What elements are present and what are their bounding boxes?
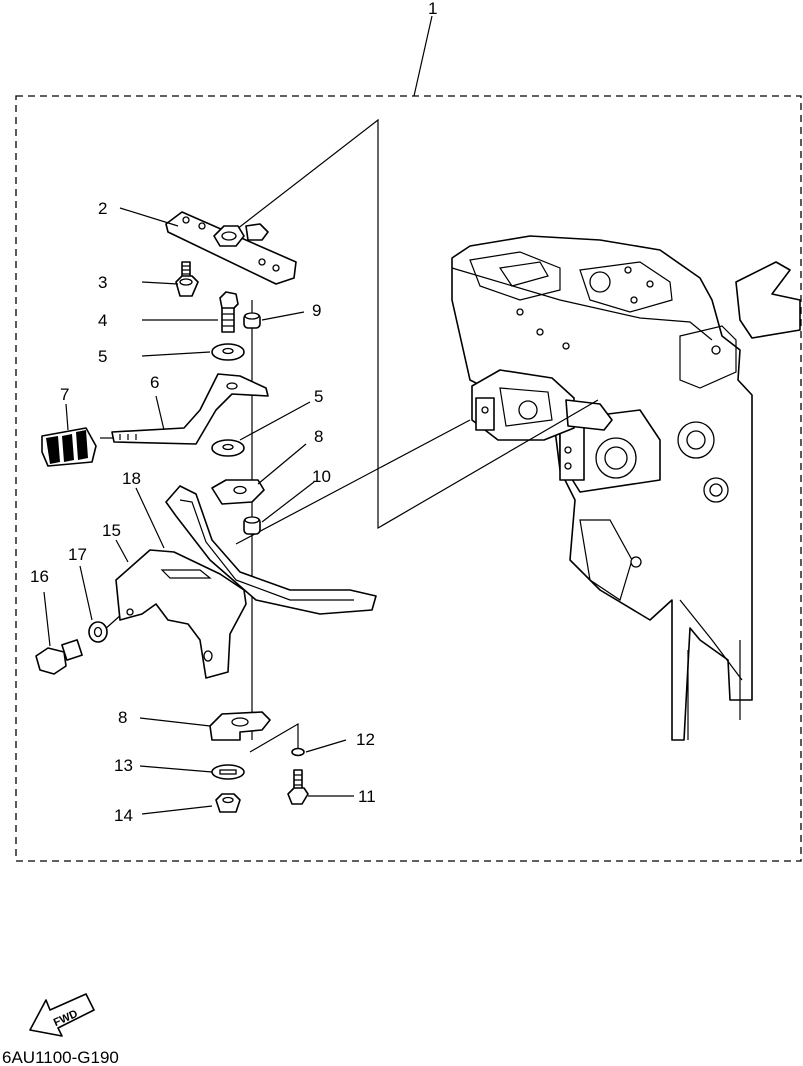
- part-11-screw: [287, 769, 309, 805]
- part-8-plate-upper: [211, 479, 265, 505]
- bracket-housing: [451, 235, 801, 741]
- part-8-plate-lower: [209, 711, 271, 741]
- callout-labels: 1 2 3 4 5 5 6 7 8 8 9 10 11 12 13 14 15 …: [30, 0, 437, 825]
- callout-8b: 8: [118, 708, 127, 727]
- assembly-frame: [15, 95, 802, 862]
- callout-5b: 5: [314, 387, 323, 406]
- part-13-shim: [211, 764, 245, 780]
- callout-1: 1: [428, 0, 437, 18]
- callout-10: 10: [312, 467, 331, 486]
- assembly-line-lower: [235, 419, 471, 545]
- callout-4: 4: [98, 311, 107, 330]
- part-7-grip: [41, 427, 97, 467]
- part-10-collar: [243, 516, 261, 535]
- callout-3: 3: [98, 273, 107, 292]
- callout-18: 18: [122, 469, 141, 488]
- part-18-guide: [165, 485, 377, 615]
- figure-code: 6AU1100-G190: [2, 1048, 119, 1066]
- callout-14: 14: [114, 806, 133, 825]
- callout-15: 15: [102, 521, 121, 540]
- assembly-line-upper: [227, 118, 599, 530]
- callout-2: 2: [98, 199, 107, 218]
- part-16-bolt: [35, 639, 83, 675]
- callout-6: 6: [150, 373, 159, 392]
- callout-8a: 8: [314, 427, 323, 446]
- callout-11: 11: [358, 787, 376, 806]
- part-5-washer-upper: [211, 343, 245, 361]
- callout-16: 16: [30, 567, 49, 586]
- callout-5a: 5: [98, 347, 107, 366]
- part-14-nut: [215, 793, 241, 813]
- callout-13: 13: [114, 756, 133, 775]
- part-2-plate: [165, 211, 297, 285]
- part-5-washer-lower: [211, 439, 245, 457]
- part-17-washer: [88, 621, 108, 643]
- callout-9: 9: [312, 301, 321, 320]
- assembly-line-bottom: [249, 722, 299, 753]
- part-4-pin: [219, 291, 239, 333]
- part-9-collar: [243, 312, 261, 329]
- callout-7: 7: [60, 385, 69, 404]
- clamp-block: [471, 369, 613, 441]
- callout-17: 17: [68, 545, 87, 564]
- fwd-arrow-icon: FWD: [29, 993, 95, 1037]
- part-3-bolt: [175, 261, 199, 297]
- leader-lines: [43, 15, 433, 815]
- part-6-lever: [111, 373, 269, 445]
- part-12-washer: [291, 747, 305, 757]
- callout-12: 12: [356, 730, 375, 749]
- part-15-bracket: [115, 549, 247, 679]
